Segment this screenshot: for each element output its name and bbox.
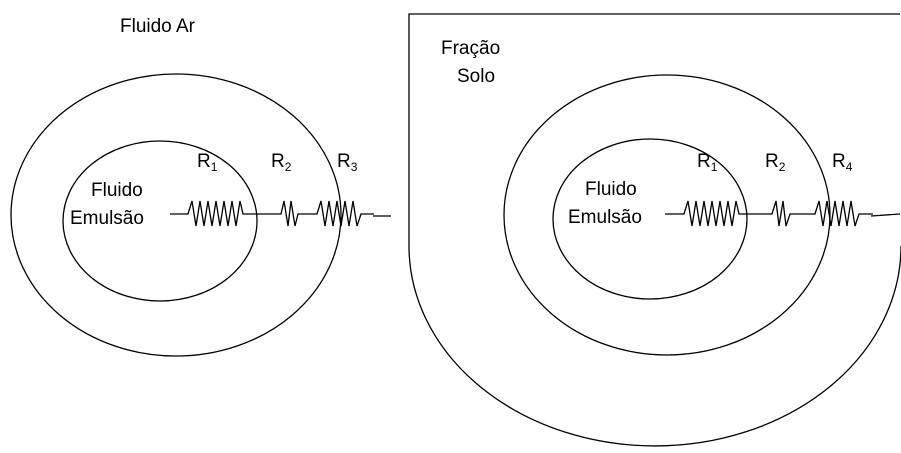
left-title: Fluido Ar	[120, 16, 196, 37]
left-panel: Fluido Ar Fluido Emulsão R1 R2 R3	[10, 16, 391, 357]
right-resistor-chain	[665, 200, 873, 227]
left-resistor-label-3: R3	[337, 151, 358, 174]
right-lead-out	[870, 213, 901, 217]
right-title-line1: Fração	[441, 38, 500, 59]
right-inner-ellipse	[552, 138, 748, 300]
left-inner-ellipse	[62, 140, 258, 302]
right-panel: Fração Solo Fluido Emulsão R1 R2 R4	[408, 13, 901, 447]
left-resistor-chain	[170, 200, 374, 227]
left-core-label-line2: Emulsão	[70, 208, 144, 229]
left-resistor-label-1: R1	[197, 151, 218, 174]
right-resistor-label-2: R2	[765, 151, 786, 174]
right-title-line2: Solo	[457, 66, 495, 87]
left-core-label-line1: Fluido	[91, 180, 143, 201]
right-outer-ellipse	[503, 74, 831, 356]
right-solid-region-outline	[408, 13, 901, 447]
left-resistor-label-2: R2	[271, 151, 292, 174]
right-core-label-line2: Emulsão	[568, 207, 642, 228]
right-resistor-label-4: R4	[832, 151, 853, 174]
right-core-label-line1: Fluido	[585, 179, 637, 200]
left-outer-ellipse	[10, 73, 342, 357]
right-resistor-label-1: R1	[697, 151, 718, 174]
